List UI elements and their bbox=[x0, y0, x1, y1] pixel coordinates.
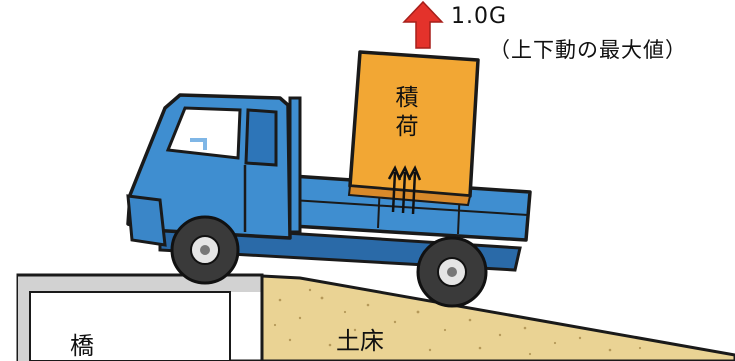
roadbed bbox=[260, 274, 735, 361]
acceleration-value: 1.0G bbox=[451, 4, 508, 29]
bridge-label: 橋 bbox=[70, 332, 94, 360]
upward-force-arrow bbox=[402, 0, 444, 49]
roadbed-label: 土床 bbox=[336, 327, 384, 355]
load-transfer-arrows bbox=[387, 165, 422, 215]
rear-wheel bbox=[416, 236, 488, 308]
cargo-box bbox=[347, 50, 480, 207]
acceleration-note: （上下動の最大値） bbox=[489, 38, 687, 62]
cargo-label: 積 荷 bbox=[395, 85, 419, 140]
front-wheel bbox=[170, 215, 240, 285]
bridge bbox=[16, 273, 264, 361]
truck-windshield bbox=[165, 106, 242, 160]
